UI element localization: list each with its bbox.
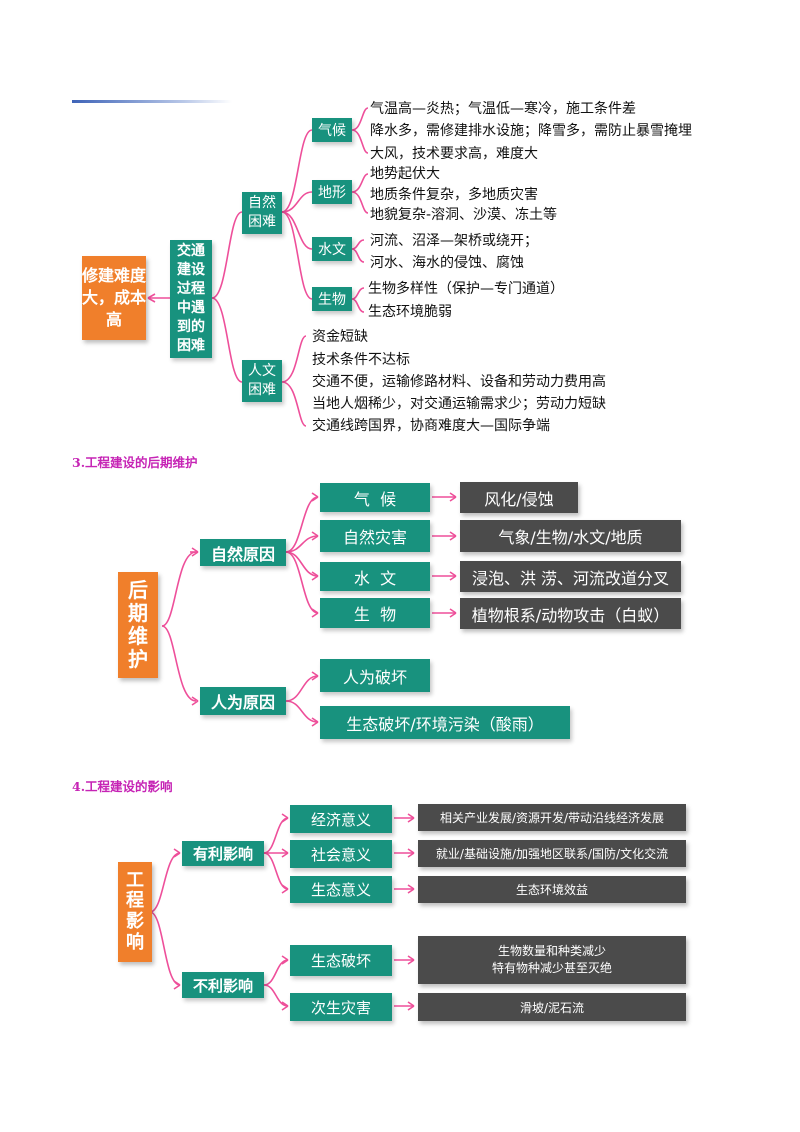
eco-destruction-desc: 生物数量和种类减少 特有物种减少甚至灭绝 bbox=[418, 936, 686, 984]
terrain-label: 地形 bbox=[318, 185, 346, 201]
eco-damage-node: 生态破坏/环境污染（酸雨） bbox=[320, 706, 570, 739]
maintenance-root-text: 后期维护 bbox=[128, 578, 148, 671]
maint-hydro-node: 水 文 bbox=[320, 562, 430, 591]
secondary-disaster-node: 次生灾害 bbox=[290, 993, 392, 1021]
maint-disaster-node: 自然灾害 bbox=[320, 520, 430, 552]
climate-node: 气候 bbox=[312, 118, 352, 142]
human-cause-node: 人为原因 bbox=[200, 687, 286, 715]
human-detail-2: 技术条件不达标 bbox=[312, 352, 410, 368]
climate-detail-2: 降水多，需修建排水设施；降雪多，需防止暴雪掩埋 bbox=[370, 123, 692, 139]
impact-root-node: 工程影响 bbox=[118, 862, 152, 962]
human-damage-label: 人为破坏 bbox=[342, 667, 407, 687]
maint-disaster-label: 自然灾害 bbox=[342, 528, 407, 547]
header-rule bbox=[72, 100, 232, 103]
maint-bio-desc: 植物根系/动物攻击（白蚁） bbox=[460, 598, 681, 629]
eco-damage-label: 生态破坏/环境污染（酸雨） bbox=[346, 714, 544, 734]
hydrology-label: 水文 bbox=[318, 242, 346, 258]
eco-destruction-desc-1: 生物数量和种类减少 bbox=[497, 944, 606, 958]
eco-destruction-node: 生态破坏 bbox=[290, 945, 392, 976]
human-detail-5: 交通线跨国界，协商难度大—国际争端 bbox=[312, 418, 550, 434]
biology-node: 生物 bbox=[312, 287, 352, 311]
climate-detail-1: 气温高—炎热；气温低—寒冷，施工条件差 bbox=[370, 101, 636, 117]
secondary-disaster-desc-text: 滑坡/泥石流 bbox=[519, 1000, 585, 1015]
impact-root-text: 工程影响 bbox=[126, 869, 144, 953]
terrain-detail-2: 地质条件复杂，多地质灾害 bbox=[370, 187, 538, 203]
ecological-desc-text: 生态环境效益 bbox=[515, 883, 588, 897]
economic-label: 经济意义 bbox=[310, 810, 371, 829]
biology-detail-1: 生物多样性（保护—专门通道） bbox=[368, 281, 564, 297]
social-desc-text: 就业/基础设施/加强地区联系/国防/文化交流 bbox=[435, 847, 669, 861]
positive-impact-node: 有利影响 bbox=[182, 841, 264, 866]
section4-title: 4.工程建设的影响 bbox=[72, 779, 173, 794]
economic-node: 经济意义 bbox=[290, 805, 392, 833]
maint-bio-label: 生 物 bbox=[353, 605, 397, 624]
biology-detail-2: 生态环境脆弱 bbox=[368, 304, 452, 320]
hydrology-node: 水文 bbox=[312, 237, 352, 261]
negative-impact-label: 不利影响 bbox=[192, 976, 253, 995]
economic-desc: 相关产业发展/资源开发/带动沿线经济发展 bbox=[418, 804, 686, 831]
human-damage-node: 人为破坏 bbox=[320, 659, 430, 692]
ecological-label: 生态意义 bbox=[310, 881, 371, 899]
maint-bio-desc-text: 植物根系/动物攻击（白蚁） bbox=[471, 605, 670, 625]
ecological-desc: 生态环境效益 bbox=[418, 876, 686, 903]
social-label: 社会意义 bbox=[310, 845, 371, 864]
maint-disaster-desc: 气象/生物/水文/地质 bbox=[460, 520, 681, 552]
maint-climate-label: 气 候 bbox=[353, 489, 397, 509]
terrain-detail-1: 地势起伏大 bbox=[370, 166, 440, 182]
hydrology-detail-1: 河流、沼泽—架桥或绕开； bbox=[370, 233, 538, 249]
maint-hydro-desc-text: 浸泡、洪 涝、河流改道分叉 bbox=[471, 568, 670, 588]
economic-desc-text: 相关产业发展/资源开发/带动沿线经济发展 bbox=[439, 811, 665, 825]
human-detail-4: 当地人烟稀少，对交通运输需求少；劳动力短缺 bbox=[312, 396, 606, 412]
human-detail-3: 交通不便，运输修路材料、设备和劳动力费用高 bbox=[312, 374, 606, 390]
natural-difficulty-node: 自然困难 bbox=[242, 192, 282, 234]
social-node: 社会意义 bbox=[290, 840, 392, 868]
maint-climate-node: 气 候 bbox=[320, 483, 430, 512]
climate-detail-3: 大风，技术要求高，难度大 bbox=[370, 146, 538, 162]
climate-label: 气候 bbox=[318, 123, 346, 139]
social-desc: 就业/基础设施/加强地区联系/国防/文化交流 bbox=[418, 840, 686, 867]
secondary-disaster-desc: 滑坡/泥石流 bbox=[418, 993, 686, 1021]
maintenance-root-node: 后期维护 bbox=[118, 572, 158, 678]
maint-climate-desc-text: 风化/侵蚀 bbox=[484, 489, 554, 509]
ecological-node: 生态意义 bbox=[290, 876, 392, 903]
biology-label: 生物 bbox=[318, 292, 346, 308]
maint-bio-node: 生 物 bbox=[320, 598, 430, 628]
difficulty-center-text: 交通建设过程中遇到的困难 bbox=[177, 243, 205, 354]
positive-impact-label: 有利影响 bbox=[192, 845, 253, 863]
human-cause-label: 人为原因 bbox=[210, 693, 275, 712]
terrain-detail-3: 地貌复杂-溶洞、沙漠、冻土等 bbox=[370, 207, 558, 223]
maint-hydro-desc: 浸泡、洪 涝、河流改道分叉 bbox=[460, 561, 681, 592]
natural-cause-label: 自然原因 bbox=[210, 544, 275, 564]
human-difficulty-label: 人文困难 bbox=[248, 363, 276, 398]
eco-destruction-label: 生态破坏 bbox=[310, 952, 371, 970]
maint-climate-desc: 风化/侵蚀 bbox=[460, 482, 578, 513]
human-detail-1: 资金短缺 bbox=[312, 329, 368, 345]
section3-title: 3.工程建设的后期维护 bbox=[72, 455, 198, 470]
natural-difficulty-label: 自然困难 bbox=[248, 195, 276, 230]
eco-destruction-desc-2: 特有物种减少甚至灭绝 bbox=[491, 961, 612, 975]
negative-impact-node: 不利影响 bbox=[182, 972, 264, 998]
hydrology-detail-2: 河水、海水的侵蚀、腐蚀 bbox=[370, 255, 524, 271]
terrain-node: 地形 bbox=[312, 180, 352, 204]
difficulty-root-node: 修建难度大，成本高 bbox=[82, 256, 146, 340]
maint-disaster-desc-text: 气象/生物/水文/地质 bbox=[498, 528, 643, 547]
natural-cause-node: 自然原因 bbox=[200, 539, 286, 566]
difficulty-root-text: 修建难度大，成本高 bbox=[82, 266, 147, 329]
maint-hydro-label: 水 文 bbox=[353, 568, 397, 588]
human-difficulty-node: 人文困难 bbox=[242, 360, 282, 402]
difficulty-center-node: 交通建设过程中遇到的困难 bbox=[170, 240, 212, 358]
secondary-disaster-label: 次生灾害 bbox=[310, 998, 371, 1017]
